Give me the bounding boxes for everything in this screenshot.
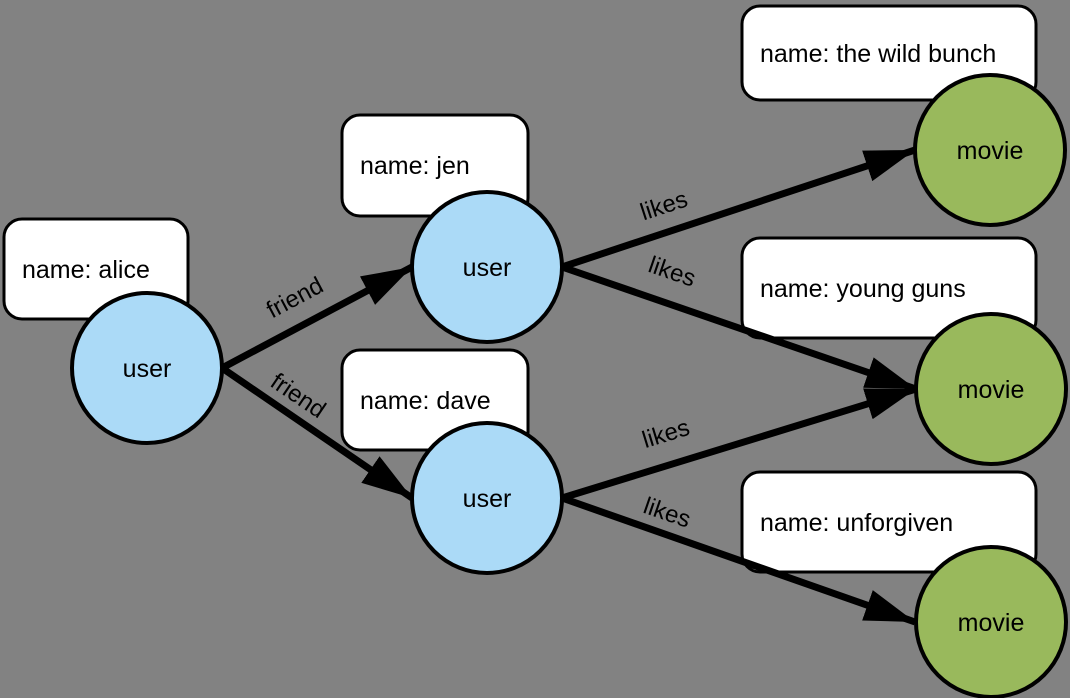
edge-line [560, 494, 917, 626]
property-text-wild-bunch: name: the wild bunch [760, 40, 996, 68]
movie-node-label: movie [958, 609, 1025, 637]
property-text-dave: name: dave [360, 387, 491, 415]
property-text-jen: name: jen [360, 152, 470, 180]
edge-line [220, 365, 414, 501]
property-box-unforgiven: name: unforgiven [740, 470, 1038, 574]
property-box-rect [740, 4, 1038, 102]
movie-node-wild-bunch: movie [913, 73, 1067, 227]
movie-node-label: movie [957, 137, 1024, 165]
property-box-jen: name: jen [340, 113, 530, 218]
user-node-label: user [463, 254, 512, 282]
property-text-unforgiven: name: unforgiven [760, 509, 953, 537]
edge-line [560, 263, 918, 393]
user-node-alice: user [70, 291, 224, 445]
movie-node-unforgiven: movie [914, 545, 1068, 698]
edge-line [220, 263, 414, 372]
edge-dave-unforgiven: likes [560, 492, 917, 626]
property-box-wild-bunch: name: the wild bunch [740, 4, 1038, 102]
user-node-label: user [123, 355, 172, 383]
edge-line [560, 146, 917, 271]
property-text-young-guns: name: young guns [760, 275, 966, 303]
user-node-dave: user [410, 421, 564, 575]
property-text-alice: name: alice [22, 256, 150, 284]
property-box-young-guns: name: young guns [740, 236, 1038, 340]
movie-node-circle [914, 545, 1068, 698]
movie-node-label: movie [958, 376, 1025, 404]
property-box-rect [740, 470, 1038, 574]
edge-line [560, 385, 918, 502]
property-box-rect [740, 236, 1038, 340]
movie-node-young-guns: movie [914, 312, 1068, 466]
user-node-jen: user [410, 190, 564, 344]
user-node-label: user [463, 485, 512, 513]
